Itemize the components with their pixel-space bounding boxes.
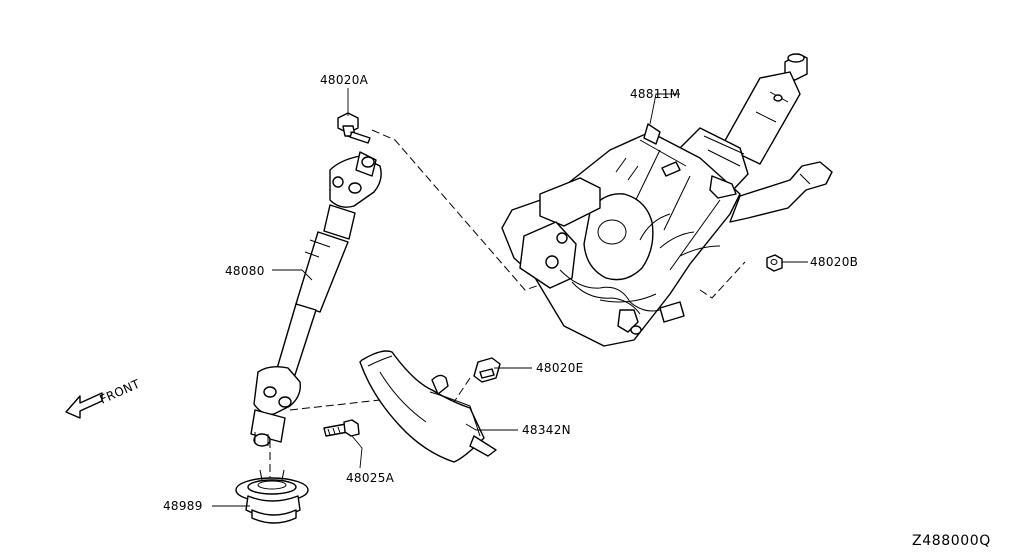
bolt-48020a [337, 112, 371, 144]
part-label-48025a: 48025A [346, 471, 395, 485]
lower-shaft-48080 [250, 151, 382, 447]
boot-seal-48989 [235, 469, 309, 524]
part-label-48020e: 48020E [536, 361, 584, 375]
nut-48020b [766, 254, 783, 272]
part-label-48080: 48080 [225, 264, 265, 278]
clip-48020e [473, 357, 501, 383]
front-label: FRONT [98, 377, 143, 407]
part-label-48342n: 48342N [522, 423, 571, 437]
steering-column-assembly-48811m [501, 53, 833, 347]
diagram-code: Z488000Q [912, 533, 991, 549]
part-label-48989: 48989 [163, 499, 203, 513]
bolt-48025a [323, 419, 360, 437]
column-cover-48342n [359, 350, 497, 463]
part-label-48811m: 48811M [630, 87, 680, 101]
part-label-48020b: 48020B [810, 255, 858, 269]
front-direction-indicator: FRONT [65, 377, 143, 419]
leader-lines [212, 88, 808, 507]
part-label-48020a: 48020A [320, 73, 369, 87]
